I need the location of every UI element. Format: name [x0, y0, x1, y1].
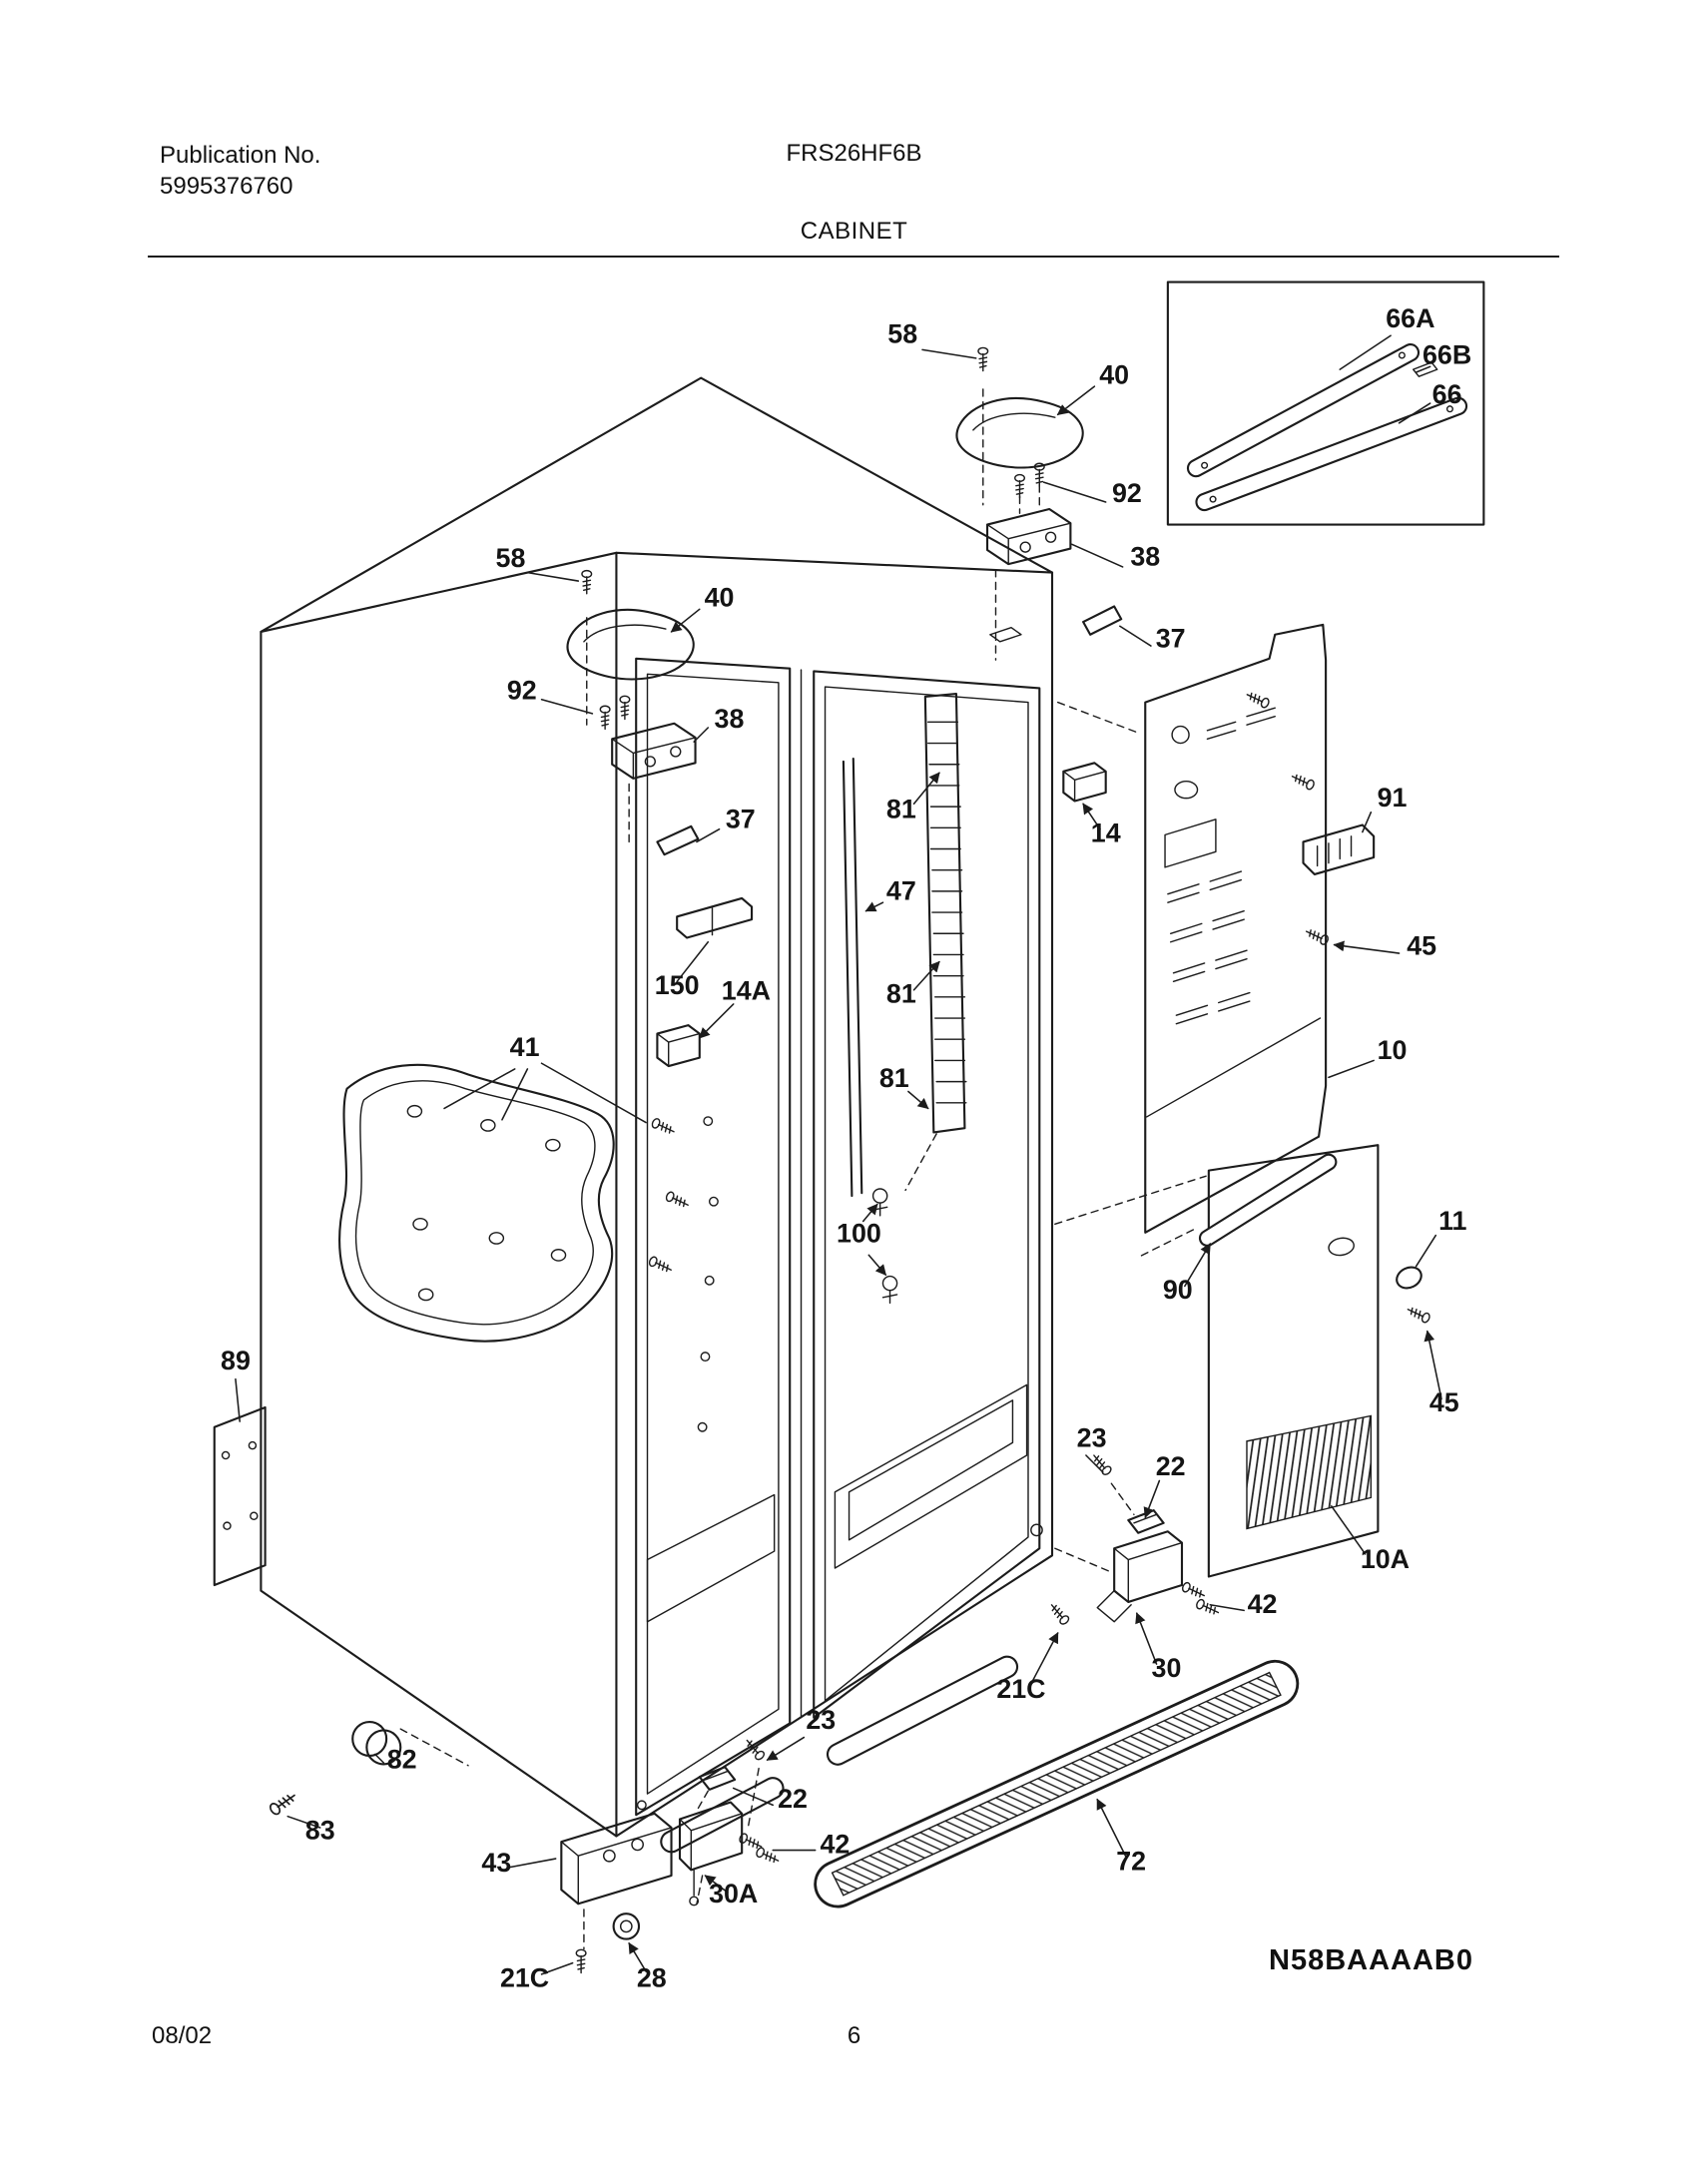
model-number: FRS26HF6B — [786, 140, 922, 167]
part-30A-bracket — [678, 1801, 744, 1907]
part-label: 45 — [1429, 1387, 1459, 1417]
publication-block: Publication No. 5995376760 — [160, 140, 320, 202]
part-10A-lower-panel — [1207, 1144, 1380, 1578]
rear-panels — [1144, 623, 1423, 1578]
part-47-rail — [842, 758, 863, 1198]
part-label: 14 — [1091, 818, 1121, 847]
top-parts — [566, 397, 1123, 1068]
bottom-parts — [560, 1509, 1300, 1940]
part-label: 23 — [806, 1705, 836, 1735]
part-40-cover-right — [955, 397, 1084, 469]
part-label: 22 — [778, 1784, 808, 1814]
section-title: CABINET — [800, 218, 908, 245]
part-label: 41 — [510, 1032, 540, 1062]
part-label: 10A — [1361, 1544, 1410, 1574]
part-100-grommets — [871, 1188, 898, 1305]
part-37-shim-left — [656, 824, 700, 856]
part-66B-clip — [1413, 361, 1438, 377]
part-82-roller — [351, 1720, 402, 1766]
part-label: 47 — [886, 875, 916, 905]
part-22-clip-lower — [698, 1766, 737, 1791]
part-label: 40 — [1099, 359, 1129, 389]
part-40-cover-left — [566, 608, 695, 681]
part-28-roller — [612, 1912, 641, 1940]
part-label: 42 — [1248, 1589, 1278, 1619]
part-label: 90 — [1163, 1275, 1193, 1305]
floor-pan-right — [834, 1383, 1028, 1569]
part-label: 58 — [887, 318, 917, 348]
part-label: 72 — [1116, 1846, 1146, 1876]
part-label: 22 — [1156, 1451, 1186, 1481]
part-label: 58 — [496, 543, 526, 573]
assembly-dashed-lines — [399, 388, 1207, 1950]
part-66-rail — [1195, 396, 1468, 512]
part-label: 14A — [722, 976, 771, 1006]
part-label: 66 — [1432, 379, 1462, 409]
part-90-bar — [1198, 1153, 1338, 1247]
part-label: 92 — [1112, 478, 1142, 508]
part-label: 81 — [886, 978, 916, 1008]
part-91-bracket — [1302, 823, 1376, 875]
part-label: 82 — [387, 1745, 417, 1775]
part-label: 23 — [1077, 1423, 1107, 1453]
door-openings — [635, 626, 1043, 1817]
part-label: 28 — [637, 1963, 667, 1993]
footer-date: 08/02 — [152, 2022, 213, 2049]
part-label: 42 — [821, 1829, 851, 1859]
part-14-spacer — [1062, 762, 1107, 803]
part-label: 66B — [1423, 340, 1471, 370]
part-30-bracket — [1096, 1530, 1184, 1623]
interior-parts — [646, 693, 1028, 1854]
part-66A-rail — [1186, 343, 1421, 478]
part-72-toe-grille — [814, 1659, 1300, 1909]
footer-page: 6 — [847, 2022, 861, 2049]
part-label: 21C — [996, 1674, 1045, 1704]
part-81-rail — [923, 693, 967, 1134]
floor-pan-left — [646, 1493, 776, 1623]
part-10-air-tower — [1144, 623, 1328, 1234]
part-label: 40 — [705, 583, 735, 613]
inset-detail-box — [1166, 280, 1485, 526]
part-label: 92 — [507, 676, 537, 706]
publication-label: Publication No. — [160, 142, 321, 169]
part-label: 38 — [1130, 542, 1160, 572]
part-label: 37 — [1156, 623, 1186, 653]
part-label: 30A — [709, 1879, 758, 1909]
part-150-bracket — [676, 896, 754, 939]
part-label: 37 — [726, 804, 756, 833]
part-43-bracket — [560, 1812, 673, 1906]
part-label: 100 — [837, 1219, 881, 1249]
part-label: 91 — [1378, 783, 1408, 813]
part-38-hinge-left — [611, 722, 697, 780]
part-label: 150 — [655, 970, 700, 1000]
leader-lines — [235, 334, 1442, 1975]
part-label: 89 — [221, 1346, 251, 1375]
part-label: 81 — [879, 1063, 909, 1093]
publication-number: 5995376760 — [160, 173, 293, 200]
part-14A-spacer — [656, 1024, 701, 1068]
part-label: 10 — [1378, 1035, 1408, 1065]
part-38-hinge-right — [985, 507, 1072, 566]
part-label: 81 — [886, 794, 916, 823]
part-label: 83 — [305, 1815, 335, 1845]
part-label: 11 — [1438, 1206, 1466, 1236]
part-label: 43 — [481, 1848, 511, 1878]
part-89-panel — [213, 1405, 267, 1587]
part-11-plug — [1396, 1266, 1423, 1290]
part-label: 45 — [1407, 930, 1436, 960]
diagram-code: N58BAAAAB0 — [1269, 1944, 1473, 1976]
header-rule — [148, 256, 1559, 258]
part-41-partition — [338, 1063, 615, 1343]
part-labels: 58 40 66A 66B 66 92 38 58 40 37 92 38 81 14 91 37 47 45 15… — [221, 303, 1471, 1993]
part-label: 66A — [1386, 303, 1434, 333]
part-label: 21C — [500, 1963, 549, 1993]
part-label: 30 — [1152, 1653, 1182, 1683]
shelf-holes — [697, 1116, 719, 1432]
left-parts — [213, 1063, 615, 1766]
part-label: 38 — [715, 704, 745, 734]
part-37-shim-right — [1082, 605, 1123, 636]
